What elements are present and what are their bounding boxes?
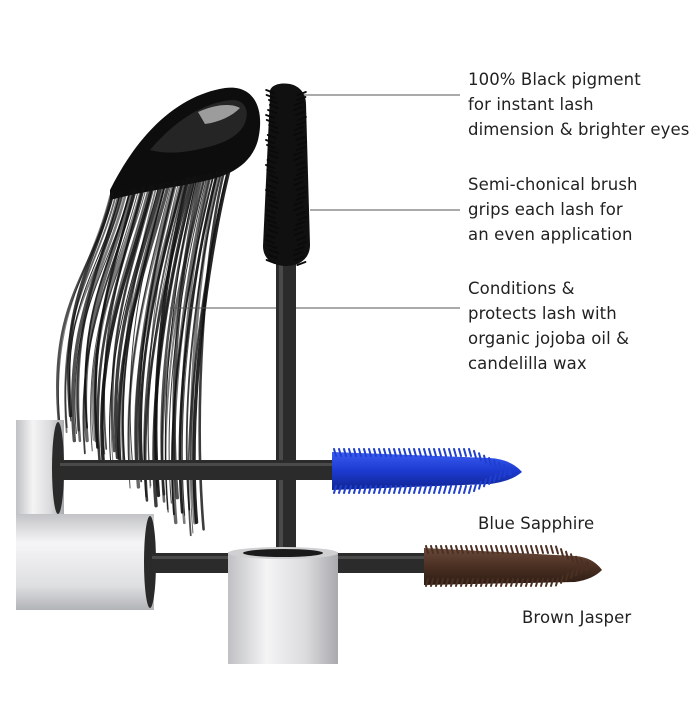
blue-wand-cap [16, 420, 340, 516]
black-mascara-swatch [56, 87, 261, 537]
feature-line: organic jojoba oil & [468, 329, 630, 348]
feature-callout-conditioning: Conditions & protects lash with organic … [468, 276, 629, 376]
blue-sapphire-brush [332, 448, 522, 494]
brown-jasper-brush [424, 545, 602, 587]
feature-line: dimension & brighter eyes [468, 120, 690, 139]
feature-callout-brush: Semi-chonical brush grips each lash for … [468, 172, 638, 247]
feature-line: candelilla wax [468, 354, 587, 373]
shade-label-blue-sapphire: Blue Sapphire [478, 514, 595, 533]
black-wand [263, 83, 310, 562]
feature-line: for instant lash [468, 95, 594, 114]
feature-line: Semi-chonical brush [468, 175, 638, 194]
feature-line: grips each lash for [468, 200, 623, 219]
brown-wand-cap [16, 514, 432, 610]
feature-callout-pigment: 100% Black pigment for instant lash dime… [468, 67, 689, 142]
feature-line: an even application [468, 225, 633, 244]
feature-line: protects lash with [468, 304, 617, 323]
shade-label-brown-jasper: Brown Jasper [522, 608, 632, 627]
leader-lines [170, 94, 460, 309]
mascara-tube [228, 547, 338, 664]
feature-line: Conditions & [468, 279, 575, 298]
feature-line: 100% Black pigment [468, 70, 641, 89]
